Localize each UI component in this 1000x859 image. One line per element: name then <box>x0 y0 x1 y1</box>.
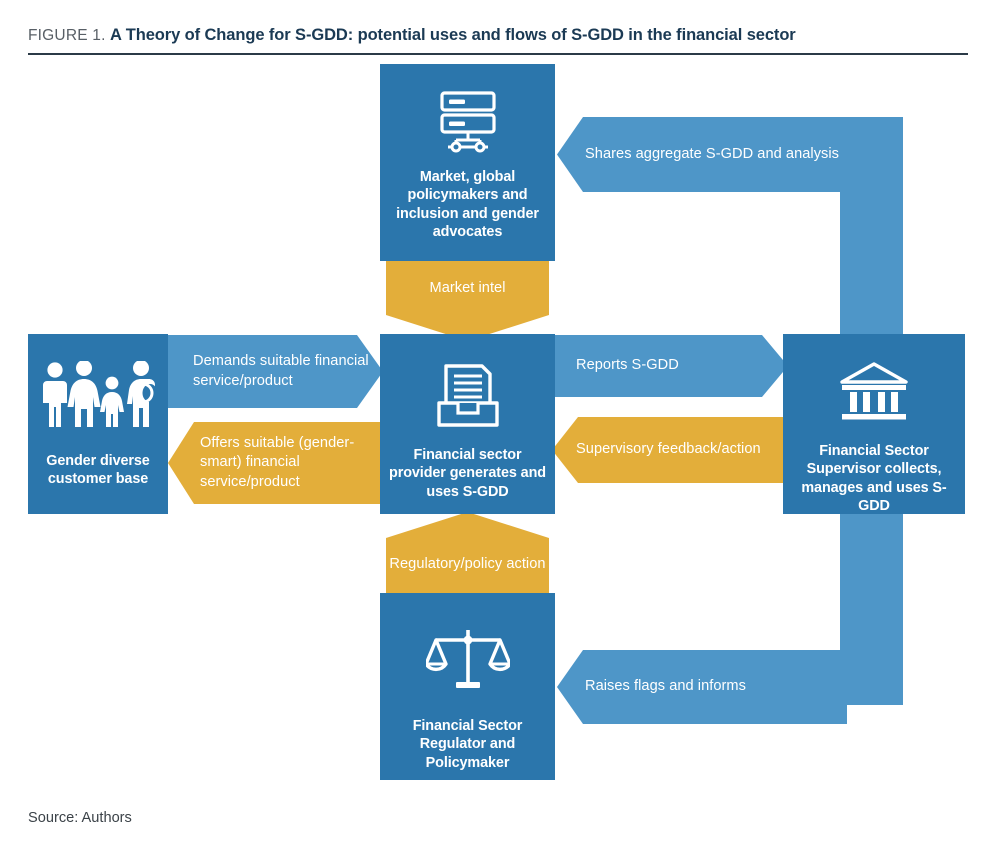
family-group-icon <box>40 360 156 430</box>
server-network-icon <box>436 86 500 158</box>
flow-market-intel-label: Market intel <box>429 279 506 296</box>
node-financial-sector-regulator[interactable]: Financial Sector Regulator and Policymak… <box>380 593 555 780</box>
flow-offers-label: Offers suitable (gender-smart) financial… <box>200 434 355 490</box>
node-gender-diverse-customers[interactable]: Gender diverse customer base <box>28 334 168 514</box>
node-provider-label: Financial sector provider generates and … <box>389 447 546 500</box>
flow-reports-sgdd: Reports S-GDD <box>552 335 788 397</box>
flow-offers-suitable: Offers suitable (gender-smart) financial… <box>168 422 383 504</box>
flow-supervisory-feedback: Supervisory feedback/action <box>552 417 788 483</box>
flow-shares-label: Shares aggregate S-GDD and analysis <box>585 145 840 162</box>
flow-demands-suitable: Demands suitable financial service/produ… <box>168 335 383 408</box>
flow-market-intel: Market intel <box>386 258 549 341</box>
bank-building-icon <box>836 360 912 424</box>
figure-header-line: FIGURE 1. A Theory of Change for S-GDD: … <box>28 26 968 45</box>
flow-regulatory-label: Regulatory/policy action <box>389 556 546 573</box>
flow-shares-aggregate: Shares aggregate S-GDD and analysis <box>557 117 847 192</box>
node-market-label: Market, global policymakers and inclusio… <box>396 169 539 241</box>
figure-number-label: FIGURE 1. <box>28 27 106 44</box>
flow-supervisory-label: Supervisory feedback/action <box>576 441 761 458</box>
flow-regulatory-policy-action: Regulatory/policy action <box>386 512 549 600</box>
node-financial-sector-supervisor[interactable]: Financial Sector Supervisor collects, ma… <box>783 334 965 514</box>
node-supervisor-label: Financial Sector Supervisor collects, ma… <box>801 443 947 515</box>
source-note: Source: Authors <box>28 810 132 826</box>
page-title: A Theory of Change for S-GDD: potential … <box>110 26 796 44</box>
scales-of-justice-icon <box>425 625 510 697</box>
figure-header: FIGURE 1. A Theory of Change for S-GDD: … <box>28 26 968 45</box>
flow-raises-label: Raises flags and informs <box>585 678 746 695</box>
document-report-icon <box>435 358 501 432</box>
node-regulator-label: Financial Sector Regulator and Policymak… <box>412 718 523 771</box>
flow-demands-label: Demands suitable financial service/produ… <box>193 353 369 389</box>
node-customer-label: Gender diverse customer base <box>46 453 150 488</box>
theory-of-change-diagram: Shares aggregate S-GDD and analysis Rais… <box>0 62 1000 797</box>
header-divider <box>28 53 968 55</box>
node-financial-sector-provider[interactable]: Financial sector provider generates and … <box>380 334 555 514</box>
flow-reports-label: Reports S-GDD <box>576 357 679 374</box>
flow-raises-flags: Raises flags and informs <box>557 650 847 724</box>
node-market-policymakers[interactable]: Market, global policymakers and inclusio… <box>380 64 555 261</box>
